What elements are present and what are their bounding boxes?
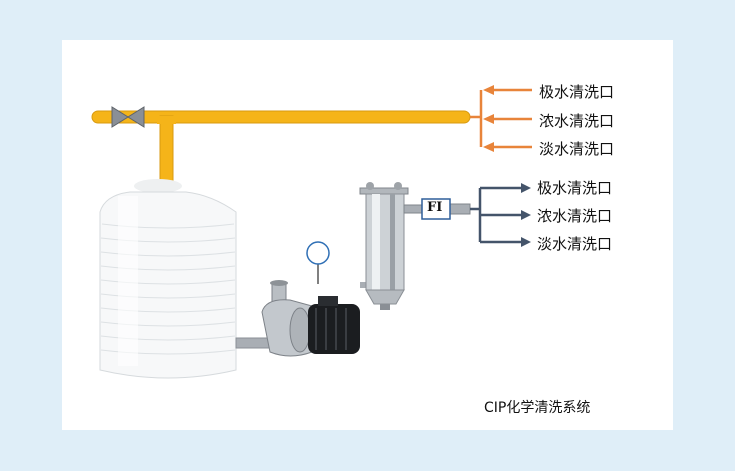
blue-outlet-2: 浓水清洗口 [537, 207, 613, 225]
orange-manifold [470, 88, 532, 149]
orange-outlet-2: 浓水清洗口 [539, 112, 615, 130]
orange-outlet-1: 极水清洗口 [539, 83, 615, 101]
valve-icon[interactable] [111, 106, 145, 128]
pressure-gauge-icon [306, 241, 330, 284]
storage-tank [99, 179, 237, 379]
blue-arrowheads [521, 183, 531, 247]
blue-outlet-3: 淡水清洗口 [537, 235, 613, 253]
yellow-pipe [91, 110, 471, 189]
blue-manifold [470, 186, 524, 244]
flow-indicator-box[interactable] [421, 198, 451, 220]
centrifugal-pump [261, 280, 360, 357]
bag-filter [359, 182, 423, 310]
blue-outlet-1: 极水清洗口 [537, 179, 613, 197]
suction-pipe [235, 337, 273, 349]
diagram-caption: CIP化学清洗系统 [484, 400, 591, 416]
orange-arrowheads [483, 85, 494, 152]
flow-indicator-label: FI [427, 200, 443, 215]
orange-outlet-3: 淡水清洗口 [539, 140, 615, 158]
